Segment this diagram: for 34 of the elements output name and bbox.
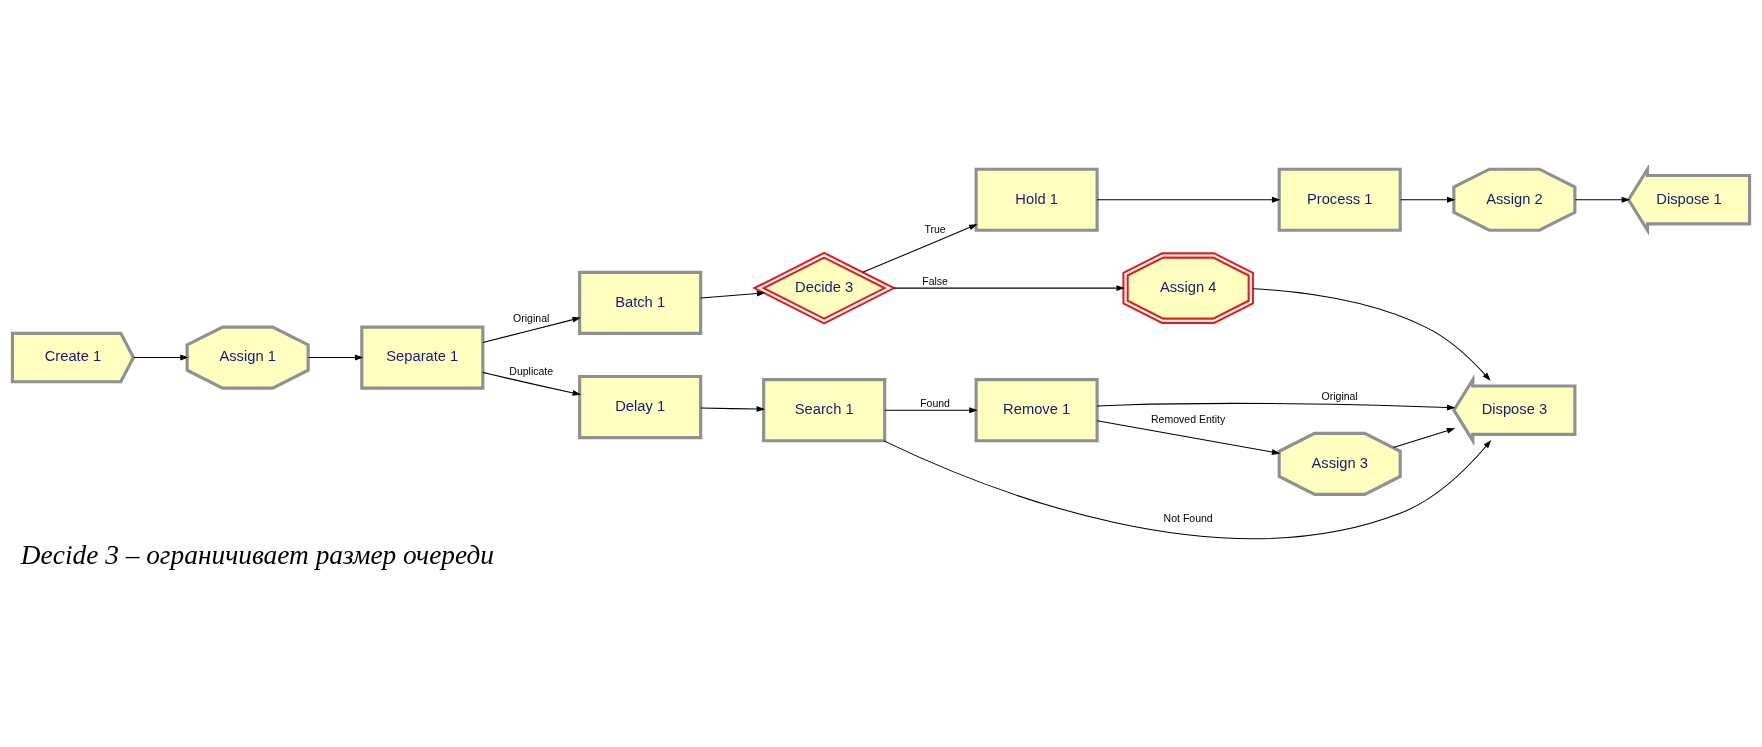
edge-label: Original (1321, 389, 1358, 402)
arrow (133, 354, 189, 361)
arrow (884, 407, 978, 414)
arrow (883, 439, 1492, 540)
arrow (482, 316, 581, 343)
caption: Decide 3 – ограничивает размер очереди (20, 539, 494, 570)
node-box: Process 1 (1277, 167, 1402, 232)
arrow (700, 406, 765, 412)
arrow (1096, 402, 1456, 411)
node-diamond: Decide 3 (752, 251, 897, 325)
node-box: Delay 1 (578, 374, 703, 440)
arrow (1400, 196, 1456, 203)
node-box: Remove 1 (974, 378, 1099, 443)
arrow (1252, 288, 1491, 381)
arrow (893, 285, 1125, 292)
edge-label: False (922, 274, 948, 287)
arrow (700, 290, 766, 299)
arrow (308, 354, 364, 361)
node-box: Search 1 (762, 378, 887, 443)
edge-label: True (924, 223, 946, 236)
edge-label: Not Found (1163, 511, 1213, 524)
node-box: Separate 1 (360, 325, 485, 390)
arrow (1574, 196, 1631, 203)
arrow (862, 224, 978, 273)
edge-label: Found (920, 397, 950, 410)
arrow (1096, 196, 1281, 203)
edge-label: Duplicate (509, 365, 554, 378)
arrow (1392, 427, 1456, 448)
edge-label: Removed Entity (1151, 412, 1226, 425)
node-box: Batch 1 (578, 270, 703, 335)
arrow (1096, 420, 1281, 455)
node-box: Hold 1 (974, 167, 1099, 232)
edge-label: Original (513, 311, 550, 324)
arrow (482, 371, 582, 396)
